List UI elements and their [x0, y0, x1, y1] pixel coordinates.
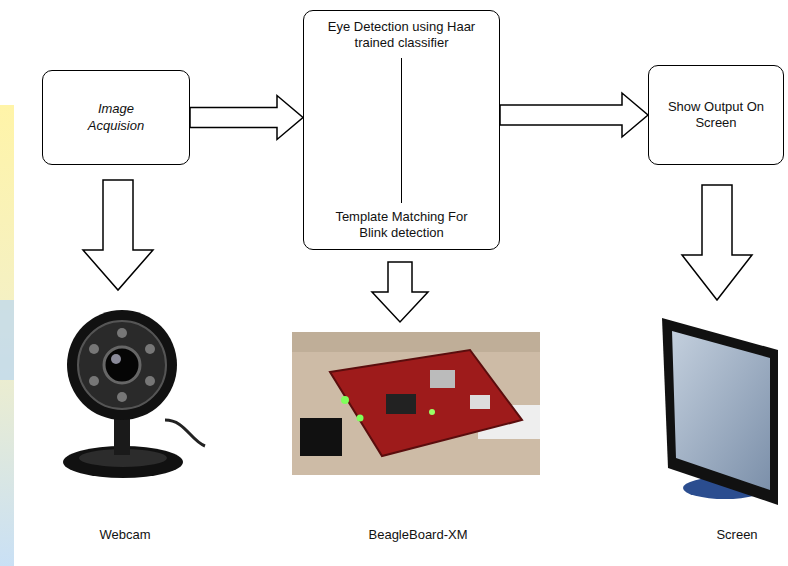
webcam-cable	[165, 420, 205, 446]
process-box: Image Acquision	[42, 70, 190, 165]
board	[330, 350, 522, 456]
board-chip	[430, 370, 455, 388]
webcam-led	[89, 376, 99, 386]
side-strip	[0, 105, 14, 566]
side-strip-block	[0, 300, 14, 380]
photo-shade	[292, 332, 540, 352]
caption-label: Webcam	[99, 527, 150, 542]
box-text: Template Matching For Blink detection	[327, 209, 477, 242]
block-arrow	[190, 96, 303, 140]
down-arrow	[372, 262, 428, 322]
board-led	[429, 409, 435, 415]
processing-box: Eye Detection using Haar trained classif…	[303, 10, 500, 250]
board-photo	[292, 332, 540, 475]
lens-glint	[111, 354, 121, 364]
box-text: Eye Detection using Haar trained classif…	[327, 19, 477, 52]
box-text: Show Output On Screen	[660, 99, 772, 132]
webcam-ring	[78, 321, 166, 409]
webcam-led	[89, 344, 99, 354]
down-arrow	[83, 180, 153, 290]
webcam-led	[117, 328, 127, 338]
caption-label: BeagleBoard-XM	[369, 527, 468, 542]
photo-background	[292, 332, 540, 475]
board-chip	[386, 394, 416, 414]
output-box: Show Output On Screen	[648, 65, 784, 165]
webcam-led	[117, 392, 127, 402]
monitor-picture	[662, 318, 778, 505]
caption-label: Screen	[716, 527, 757, 542]
monitor-screen	[672, 331, 770, 490]
box-text: Image Acquision	[71, 101, 161, 134]
monitor-frame	[662, 318, 778, 505]
down-arrow	[682, 185, 752, 300]
board-led	[357, 415, 364, 422]
webcam-led	[145, 376, 155, 386]
webcam-picture	[63, 310, 205, 478]
webcam-body	[67, 310, 177, 420]
webcam-led	[145, 344, 155, 354]
divider-line	[401, 58, 402, 203]
board-led	[341, 396, 349, 404]
board-connector	[300, 418, 342, 456]
webcam-lens	[104, 347, 140, 383]
block-arrow	[500, 93, 648, 137]
board-port	[470, 395, 490, 409]
